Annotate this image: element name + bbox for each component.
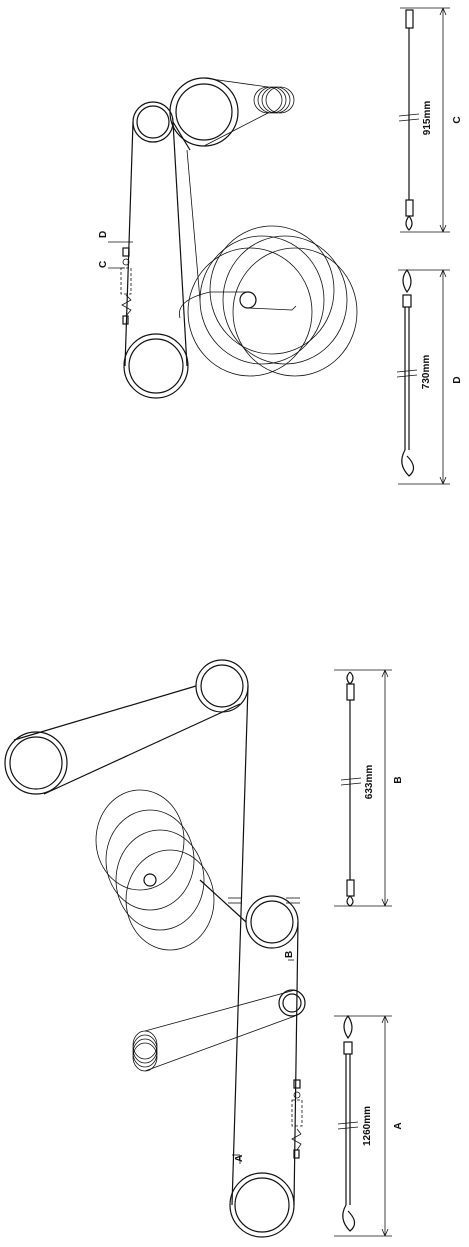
cable-upper-right-run <box>172 121 188 367</box>
pulley-lower-stack <box>132 1030 158 1072</box>
pulley-lower-left <box>4 731 68 795</box>
lower-assembly: A B <box>4 659 306 1238</box>
reel-upper <box>178 225 358 377</box>
cable-lower-upper-left-run <box>13 685 197 741</box>
cable-a-run <box>231 685 249 1206</box>
cable-c-letter: C <box>452 116 463 123</box>
callout-c-upper: C <box>98 261 109 268</box>
turnbuckle-upper <box>120 247 132 325</box>
pulley-lower-small <box>278 989 306 1017</box>
cable-upper-left-run <box>124 121 134 367</box>
reel-lower <box>95 789 215 951</box>
cable-a-letter: A <box>393 1122 404 1129</box>
detail-cable-a: 1260mm A <box>334 1014 404 1237</box>
turnbuckle-lower <box>291 1079 303 1159</box>
cable-c-length: 915mm <box>422 101 433 136</box>
cable-b-length: 633mm <box>364 765 375 800</box>
pulley-lower-top <box>195 659 249 713</box>
pulley-upper-top-left <box>132 101 174 143</box>
pulley-lower-bottom <box>229 1172 295 1238</box>
cable-d-length: 730mm <box>421 355 432 390</box>
pulley-upper-bottom <box>123 333 189 399</box>
pulley-upper-stack <box>253 86 295 114</box>
upper-assembly: C D <box>98 77 358 399</box>
detail-cable-b: 633mm B <box>334 669 404 907</box>
pulley-upper-top-right <box>169 77 239 147</box>
cable-a-length: 1260mm <box>362 1106 373 1146</box>
callout-d-upper: D <box>98 231 109 238</box>
pulley-lower-right <box>245 895 299 949</box>
cable-b-letter: B <box>393 776 404 783</box>
callout-a-lower: A <box>234 1155 245 1162</box>
cable-b-run <box>293 921 299 1206</box>
detail-cable-d: 730mm D <box>396 268 463 485</box>
detail-cable-c: 915mm C <box>398 7 463 233</box>
callout-b-lower: B <box>284 951 295 958</box>
cable-d-letter: D <box>452 376 463 383</box>
